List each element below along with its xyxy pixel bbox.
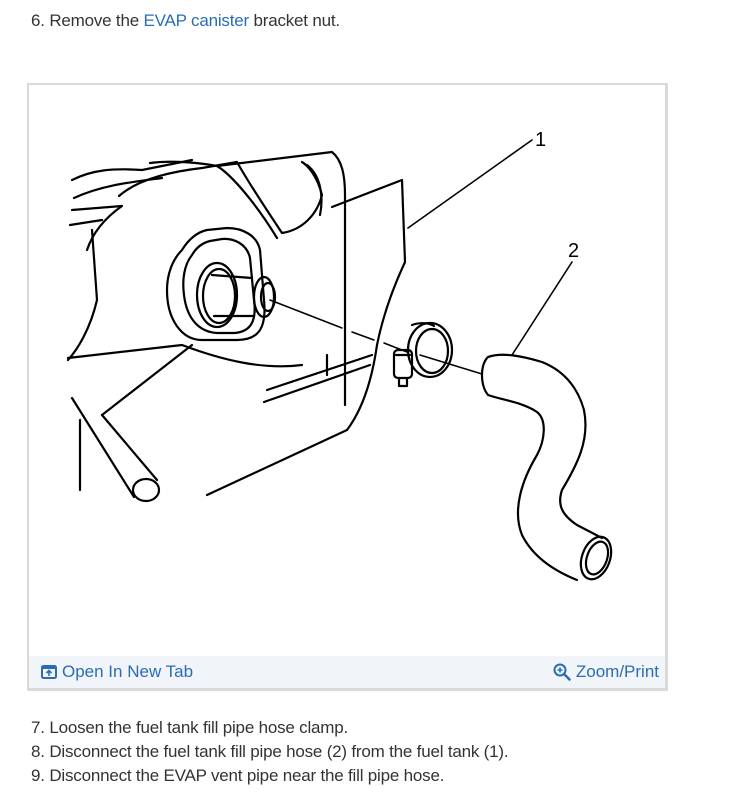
callout-1: 1 (535, 129, 546, 151)
fuel-tank-fill-hose-diagram: 1 2 (29, 85, 665, 659)
diagram-figure: 1 2 Open In New Tab Zoom/ (27, 83, 668, 691)
open-new-tab-icon (41, 665, 57, 679)
figure-footer: Open In New Tab Zoom/Print (29, 656, 665, 688)
zoom-print-button[interactable]: Zoom/Print (553, 662, 659, 682)
step-number: 7. (31, 718, 45, 737)
step-text-prefix: Remove the (49, 11, 139, 30)
step-number: 8. (31, 742, 45, 761)
step-6: 6. Remove the EVAP canister bracket nut. (31, 10, 340, 32)
zoom-in-icon (553, 663, 571, 681)
step-8: 8. Disconnect the fuel tank fill pipe ho… (31, 741, 509, 763)
zoom-print-label: Zoom/Print (575, 662, 659, 681)
step-text: Disconnect the EVAP vent pipe near the f… (49, 766, 445, 785)
step-text: Disconnect the fuel tank fill pipe hose … (49, 742, 509, 761)
step-text-suffix: bracket nut. (253, 11, 340, 30)
step-number: 9. (31, 766, 45, 785)
step-number: 6. (31, 11, 45, 30)
step-9: 9. Disconnect the EVAP vent pipe near th… (31, 765, 444, 787)
callout-2: 2 (568, 240, 579, 262)
open-in-new-tab-button[interactable]: Open In New Tab (41, 662, 193, 682)
evap-canister-link[interactable]: EVAP canister (143, 11, 250, 30)
step-7: 7. Loosen the fuel tank fill pipe hose c… (31, 717, 348, 739)
open-in-new-tab-label: Open In New Tab (62, 662, 194, 681)
step-text: Loosen the fuel tank fill pipe hose clam… (49, 718, 349, 737)
